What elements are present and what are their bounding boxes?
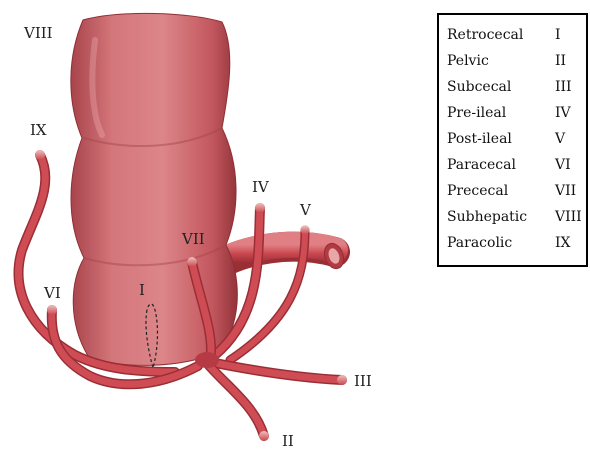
legend-code: V bbox=[555, 126, 565, 152]
legend-name: Pelvic bbox=[447, 48, 555, 74]
label-ix: IX bbox=[30, 123, 47, 138]
label-v: V bbox=[300, 203, 311, 218]
legend-code: VIII bbox=[555, 204, 582, 230]
legend-code: I bbox=[555, 22, 561, 48]
legend-name: Retrocecal bbox=[447, 22, 555, 48]
legend-code: III bbox=[555, 74, 572, 100]
legend-name: Paracecal bbox=[447, 152, 555, 178]
legend-name: Prececal bbox=[447, 178, 555, 204]
colon-cecum bbox=[71, 13, 237, 365]
legend-code: II bbox=[555, 48, 566, 74]
ileum bbox=[218, 241, 347, 272]
legend-name: Subhepatic bbox=[447, 204, 555, 230]
legend-code: IX bbox=[555, 230, 571, 256]
legend-name: Paracolic bbox=[447, 230, 555, 256]
label-i: I bbox=[139, 283, 145, 298]
legend-name: Pre-ileal bbox=[447, 100, 555, 126]
label-iii: III bbox=[354, 374, 372, 389]
legend-code: VI bbox=[555, 152, 571, 178]
legend-name: Subcecal bbox=[447, 74, 555, 100]
label-iv: IV bbox=[252, 180, 269, 195]
legend-code: IV bbox=[555, 100, 571, 126]
legend-code: VII bbox=[555, 178, 576, 204]
label-vii: VII bbox=[182, 232, 205, 247]
legend-name: Post-ileal bbox=[447, 126, 555, 152]
appendix-base bbox=[195, 352, 219, 368]
label-vi: VI bbox=[44, 286, 61, 301]
label-ii: II bbox=[282, 434, 294, 449]
label-viii: VIII bbox=[24, 26, 53, 41]
